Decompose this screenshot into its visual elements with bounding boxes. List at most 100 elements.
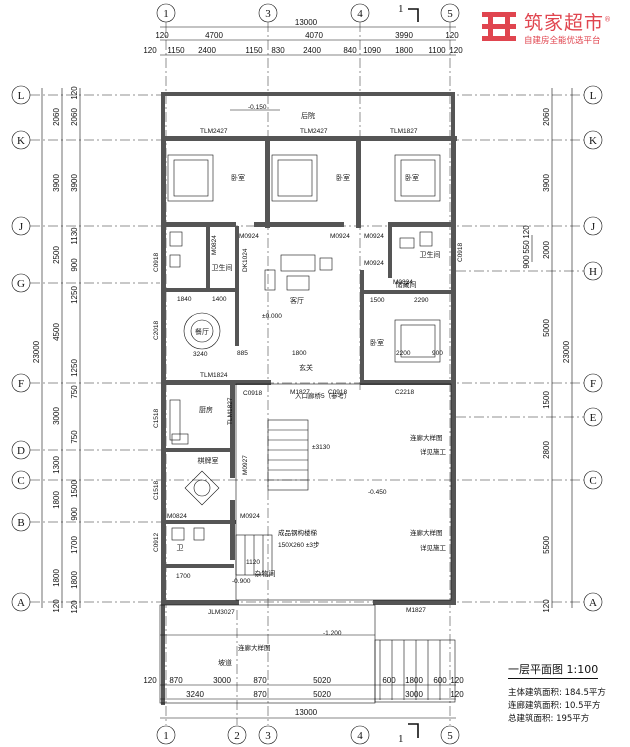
dim-bottom-small-3: 3000 — [213, 676, 231, 685]
dim-left-mid-8: 1800 — [52, 569, 61, 587]
brand-slogan: 自建房全能优选平台 — [524, 36, 601, 46]
label-bedroom-3: 卧室 — [405, 173, 419, 182]
level-living: ±0.000 — [262, 313, 282, 320]
grid-bubble-A-left: A — [17, 597, 25, 609]
area-value-corridor: 10.5平方 — [564, 701, 601, 711]
grid-bubble-3-bottom: 3 — [265, 730, 271, 742]
dim-left-mid-9: 120 — [52, 599, 61, 613]
label-storage: 储藏间 — [396, 280, 417, 289]
dim-room-900: 900 — [432, 350, 443, 357]
room-labels: 后院 -0.150 卧室 卧室 卧室 卧室 客厅 餐厅 厨房 卫生间 卫生间 储… — [177, 104, 447, 667]
area-label-total: 总建筑面积: — [508, 714, 554, 724]
grid-bubble-G-left: G — [17, 278, 25, 290]
dim-bottom-mid-6: 120 — [450, 690, 464, 699]
tag-tlm2427-2: TLM2427 — [300, 128, 328, 135]
label-corridor-detail-2: 连廊大样图 — [410, 528, 443, 537]
level-courtyard: -0.450 — [368, 489, 387, 496]
grid-bubble-J-left: J — [19, 221, 24, 233]
label-dining-room: 餐厅 — [195, 327, 209, 336]
dim-left-mid-7: 1800 — [52, 491, 61, 509]
level-stairs: ±3130 — [312, 444, 330, 451]
dim-left-mid-5: 3000 — [52, 407, 61, 425]
brand-logo-icon — [482, 12, 516, 41]
dim-bottom-small-9: 120 — [450, 676, 464, 685]
dim-bottom-small-8: 600 — [433, 676, 447, 685]
dim-bottom-small-1: 120 — [143, 676, 157, 685]
grid-lines-horizontal — [30, 94, 584, 603]
tag-c2218: C2218 — [395, 389, 415, 396]
dim-bottom-small-6: 600 — [382, 676, 396, 685]
tag-m0924-4: M0924 — [364, 260, 384, 267]
dim-left-total: 23000 — [32, 340, 41, 363]
grid-bubbles-left: L K J G F D C B A — [11, 85, 31, 612]
dim-left-small-13: 1800 — [70, 571, 79, 589]
label-see-construction-1: 详见施工 — [420, 447, 447, 456]
area-row-total: 总建筑面积: 195平方 — [508, 713, 628, 726]
dim-left-mid-1: 2060 — [52, 108, 61, 126]
tag-c0918-2: C0918 — [328, 389, 348, 396]
label-kitchen: 厨房 — [199, 405, 213, 414]
label-bedroom-2: 卧室 — [336, 173, 350, 182]
tag-c0918-1: C0918 — [243, 390, 263, 397]
dim-top-mid-5: 120 — [445, 31, 459, 40]
brand-name: 筑家超市® — [524, 8, 612, 35]
label-foyer: 玄关 — [299, 363, 313, 372]
tag-m0924-1: M0924 — [239, 233, 259, 240]
dim-left-small-7: 1250 — [70, 359, 79, 377]
dim-top-mid-4: 3990 — [395, 31, 413, 40]
dim-left-mid-6: 1300 — [52, 456, 61, 474]
grid-bubble-4-bottom: 4 — [357, 730, 363, 742]
dim-room-1500: 1500 — [370, 297, 385, 304]
label-ramp: 坡道 — [218, 658, 232, 667]
grid-bubble-F-left: F — [18, 378, 24, 390]
dim-left-small-6: 1250 — [70, 286, 79, 304]
dimensions-top: 13000 120 4700 4070 3990 120 120 1150 24… — [143, 18, 463, 56]
tag-tlm1827: TLM1827 — [390, 128, 418, 135]
dim-bottom-total: 13000 — [295, 708, 318, 717]
dim-left-small-1: 120 — [70, 86, 79, 100]
level-back-yard: -0.150 — [248, 104, 267, 111]
dim-top-mid-3: 4070 — [305, 31, 323, 40]
section-mark-bottom: 1 — [398, 733, 404, 745]
grid-bubble-L-left: L — [18, 90, 25, 102]
tag-m0824-1: M0824 — [393, 279, 413, 286]
dim-bottom-mid-4: 5020 — [313, 690, 331, 699]
grid-bubble-3-top: 3 — [265, 8, 271, 20]
dim-room-1400: 1400 — [212, 296, 227, 303]
dim-right-mid-1: 2060 — [542, 108, 551, 126]
label-stair-size: 150X260 ±3步 — [278, 541, 320, 549]
grid-bubble-J-right: J — [591, 221, 596, 233]
plan-title-text: 一层平面图 — [508, 663, 563, 676]
dim-room-1800: 1800 — [292, 350, 307, 357]
dimensions-right: 23000 2060 3900 2000 5000 1500 2800 5500… — [522, 88, 573, 613]
area-row-main: 主体建筑面积: 184.5平方 — [508, 687, 628, 700]
dim-right-mid-6: 2800 — [542, 441, 551, 459]
plan-scale: 1:100 — [566, 663, 599, 676]
dim-left-mid-3: 2500 — [52, 246, 61, 264]
area-label-corridor: 连廊建筑面积: — [508, 701, 562, 711]
room-dimensions: 1840 1400 1500 2290 3240 2200 900 885 18… — [176, 296, 443, 580]
dim-left-small-8: 750 — [70, 385, 79, 399]
label-corridor-note: 成品钢构楼梯 — [278, 528, 318, 537]
grid-bubbles-bottom: 1 2 3 4 5 — [156, 725, 460, 745]
tag-c0918-4: C0918 — [457, 242, 464, 262]
dim-left-small-10: 1500 — [70, 480, 79, 498]
label-corridor-detail-1: 连廊大样图 — [410, 433, 443, 442]
label-bath-right: 卫生间 — [420, 250, 441, 259]
tag-jlm3027: JLM3027 — [208, 609, 235, 616]
tag-m0924-5: M0924 — [240, 513, 260, 520]
dim-bottom-mid-1: 3240 — [186, 690, 204, 699]
grid-bubble-C-left: C — [17, 475, 24, 487]
dim-room-1700: 1700 — [176, 573, 191, 580]
grid-bubble-K-left: K — [17, 135, 25, 147]
furniture — [167, 154, 441, 541]
dim-left-mid-2: 3900 — [52, 174, 61, 192]
dim-right-small-2: 550 — [522, 240, 531, 254]
area-value-main: 184.5平方 — [564, 688, 606, 698]
dim-bottom-small-4: 870 — [253, 676, 267, 685]
level-utility: -0.900 — [232, 578, 251, 585]
grid-bubble-K-right: K — [589, 135, 597, 147]
tag-m1827: M1827 — [290, 389, 310, 396]
dim-left-mid-4: 4500 — [52, 323, 61, 341]
dim-right-mid-2: 3900 — [542, 174, 551, 192]
